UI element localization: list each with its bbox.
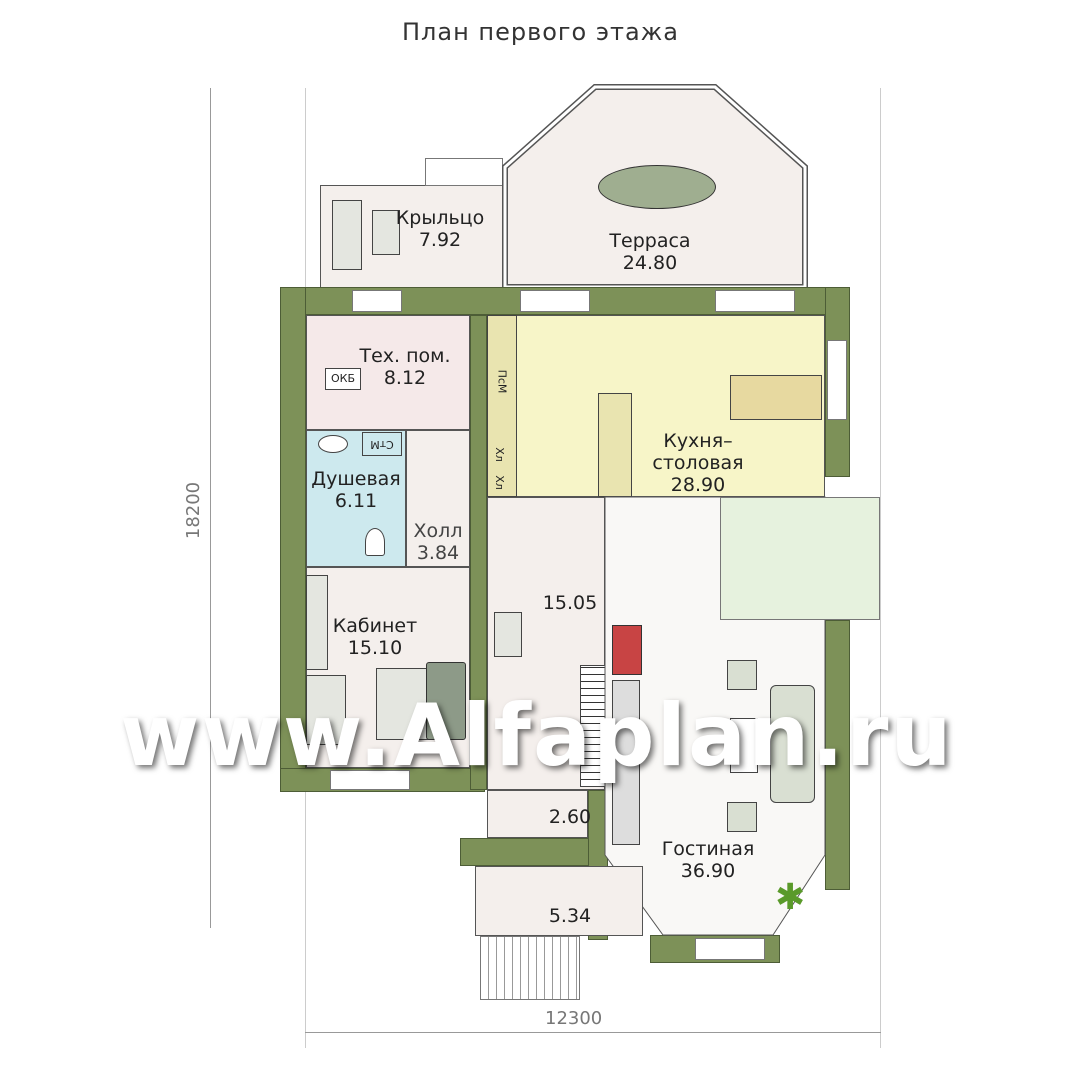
wall-left: [280, 287, 306, 792]
living-area: 36.90: [680, 860, 736, 882]
kitchen-counter: [487, 315, 517, 497]
wall-inner: [470, 315, 487, 790]
study-area: 15.10: [347, 637, 403, 659]
kitchen-name-line2: столовая: [652, 452, 744, 474]
fireplace-icon: [612, 625, 642, 675]
sink: [318, 435, 348, 453]
kitchen-dining-table: [730, 375, 822, 420]
room-vestibule: [475, 866, 643, 936]
dining-table-oval: [598, 165, 716, 209]
hall-area: 3.84: [416, 542, 460, 564]
study-name: Кабинет: [332, 615, 418, 637]
window: [352, 290, 402, 312]
window: [695, 938, 765, 960]
corridor-area: 15.05: [542, 592, 598, 614]
window: [520, 290, 590, 312]
shower-name: Душевая: [311, 468, 401, 490]
dishwasher-label: ПсМ: [495, 369, 509, 394]
porch-steps: [425, 158, 503, 186]
guide-line-right: [880, 88, 881, 1048]
plant-icon: ✱: [775, 877, 806, 918]
hall-name: Холл: [413, 520, 463, 542]
width-dimension-label: 12300: [545, 1008, 603, 1029]
study-desk: [306, 675, 346, 745]
fridge-label-2: Хл: [492, 475, 506, 490]
porch-sofa: [332, 200, 362, 270]
room-closet: [487, 790, 588, 838]
window: [827, 340, 847, 420]
study-sofa: [426, 662, 466, 740]
washing-machine: СтМ: [362, 432, 402, 456]
terrace-area: 24.80: [622, 252, 678, 274]
porch-area: 7.92: [418, 229, 462, 251]
corridor-bench: [494, 612, 522, 657]
window: [715, 290, 795, 312]
kitchen-name-line1: Кухня–: [663, 430, 733, 452]
shower-area: 6.11: [334, 490, 378, 512]
porch-table: [372, 210, 400, 255]
kitchen-area: 28.90: [670, 474, 726, 496]
living-sofa: [770, 685, 815, 803]
porch-name: Крыльцо: [395, 207, 485, 229]
kitchen-island: [598, 393, 632, 497]
vestibule-area: 5.34: [548, 905, 592, 927]
tech-name: Тех. пом.: [359, 345, 451, 367]
closet-area: 2.60: [548, 806, 592, 828]
wall-vestibule: [460, 838, 590, 866]
coffee-table: [730, 718, 758, 773]
tv-unit: [612, 680, 640, 845]
wall-right-bottom: [825, 620, 850, 890]
fridge-label-1: Хл: [492, 447, 506, 462]
watermark: www.Alfaplan.ru: [120, 686, 954, 786]
boiler: ОКБ: [325, 368, 361, 390]
window: [330, 770, 410, 790]
study-shelf: [306, 575, 328, 670]
toilet: [365, 528, 385, 556]
tech-area: 8.12: [383, 367, 427, 389]
height-dimension-label: 18200: [183, 481, 205, 540]
armchair: [727, 802, 757, 832]
height-dimension-line: [210, 88, 211, 928]
width-dimension-line: [305, 1032, 881, 1033]
plan-title: План первого этажа: [401, 18, 680, 46]
living-name: Гостиная: [661, 838, 755, 860]
tech-label: Тех. пом.8.12: [345, 345, 465, 389]
terrace-name: Терраса: [609, 230, 691, 252]
entrance-steps: [480, 936, 580, 1000]
staircase[interactable]: [720, 497, 880, 620]
room-hall: [406, 430, 470, 567]
armchair: [727, 660, 757, 690]
